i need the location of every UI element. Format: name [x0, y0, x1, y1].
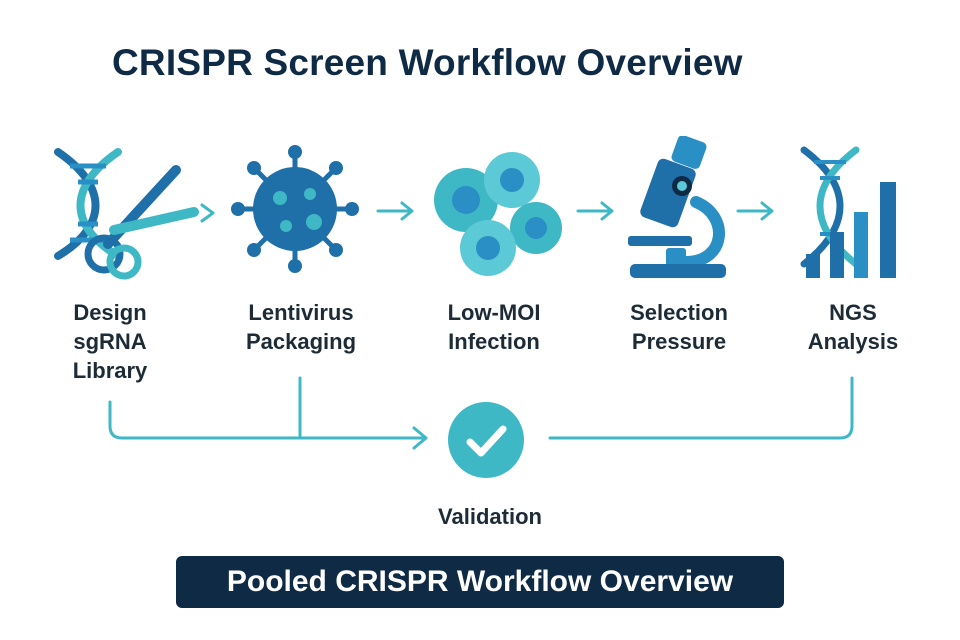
dna-bar-chart-icon — [800, 146, 896, 278]
page-title: CRISPR Screen Workflow Overview — [112, 42, 743, 83]
step-label-selection-pressure: Selection Pressure — [630, 300, 728, 354]
virus-icon — [231, 145, 359, 273]
microscope-icon — [628, 136, 726, 278]
validation-label: Validation — [438, 504, 542, 529]
step-label-ngs-analysis: NGS Analysis — [807, 300, 899, 354]
step-label-design-library: Design sgRNA Library — [72, 300, 148, 383]
arrow-right-icon — [200, 203, 215, 223]
footer-banner: Pooled CRISPR Workflow Overview — [176, 556, 784, 608]
step-label-lentivirus-packaging: Lentivirus Packaging — [245, 300, 357, 354]
arrow-right-icon — [576, 201, 614, 221]
dna-scissors-icon — [54, 148, 199, 280]
step-label-infection: Low-MOI Infection — [447, 300, 541, 354]
arrow-right-icon — [736, 201, 774, 221]
cells-icon — [434, 152, 562, 276]
arrow-right-icon — [376, 201, 414, 221]
checkmark-circle-icon — [448, 402, 524, 478]
